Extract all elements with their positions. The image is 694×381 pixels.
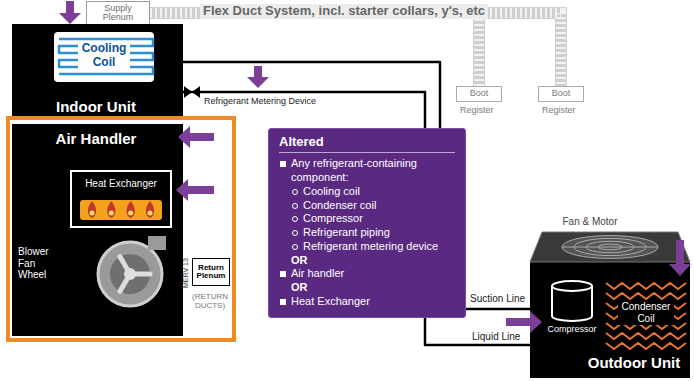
- node-text: Blower Fan Wheel: [18, 246, 66, 281]
- pointer-arrow: [59, 1, 81, 24]
- altered-callout: AlteredAny refrigerant-containing compon…: [268, 128, 466, 318]
- filter-label: MERV 13: [182, 258, 190, 288]
- node-text: Boot: [552, 89, 571, 98]
- indoor-unit: Indoor Unit Cooling Coil: [12, 24, 183, 120]
- connector-group: [150, 13, 479, 86]
- pointer-arrow: [669, 240, 691, 276]
- condenser-coil: Condenser Coil: [606, 280, 686, 352]
- line-label: Liquid Line: [470, 331, 522, 343]
- node-text: Heat Exchanger: [279, 295, 455, 309]
- burner-flame: [148, 211, 153, 216]
- duct-note: (RETURN DUCTS): [190, 292, 230, 310]
- condenser-tubing: [606, 293, 686, 299]
- metering-valve: [192, 86, 200, 98]
- metering-valve: [184, 86, 192, 98]
- boot-box: Boot: [538, 86, 584, 102]
- connector-group: [150, 13, 561, 86]
- node-text: OR: [279, 254, 455, 268]
- outdoor-unit: Fan & MotorOutdoor UnitCompressorCondens…: [530, 262, 690, 378]
- node-text: Condenser coil: [279, 199, 455, 213]
- node-text: Refrigerant metering device: [279, 240, 455, 254]
- air-handler-art: [12, 124, 180, 336]
- blower-wheel: [110, 254, 150, 294]
- compressor-top: [552, 281, 592, 291]
- cooling-coil: Cooling Coil: [52, 30, 156, 84]
- pointer-arrow: [247, 66, 269, 88]
- connector-group: [183, 92, 530, 345]
- node-text: Supply Plenum: [89, 4, 147, 23]
- node-text: Outdoor Unit: [580, 354, 688, 371]
- node-text: Boot: [470, 89, 489, 98]
- node-text: Heat Exchanger: [72, 178, 170, 190]
- flex-duct: [150, 13, 479, 86]
- pointer-arrow: [506, 311, 542, 333]
- boot-box: Boot: [456, 86, 502, 102]
- blower-wheel: [98, 242, 162, 306]
- node-text: Refrigerant piping: [279, 226, 455, 240]
- node-text: OR: [279, 281, 455, 295]
- node-text: Air Handler: [12, 130, 180, 147]
- node-text: Compressor: [279, 212, 455, 226]
- node-text: Air handler: [279, 267, 455, 281]
- duct-ribs: [150, 13, 479, 86]
- node-text: Return Plenum: [195, 264, 227, 281]
- burner-flame: [107, 201, 115, 218]
- refrigerant-line: [183, 92, 530, 345]
- node-text: Cooling coil: [279, 185, 455, 199]
- duct-label: Flex Duct System, incl. starter collars,…: [200, 4, 488, 19]
- burner-flame: [109, 211, 114, 216]
- blower-wheel: [98, 242, 162, 306]
- highlight-frame: [8, 118, 234, 340]
- blower-outlet: [148, 236, 166, 250]
- line-label: Suction Line: [468, 293, 527, 305]
- node-text: Compressor: [542, 324, 602, 334]
- fan-grille: [562, 236, 658, 259]
- coil-tubing: [59, 39, 153, 74]
- pointer-arrow: [176, 179, 214, 201]
- node-text: Altered: [279, 134, 455, 153]
- burner-flame: [128, 211, 133, 216]
- register-label: Register: [460, 105, 494, 115]
- compressor: Compressor: [542, 278, 605, 340]
- node-text: Cooling Coil: [78, 41, 130, 71]
- burner-flame: [90, 211, 95, 216]
- burner-flame: [146, 201, 154, 218]
- node-text: Any refrigerant-containing component:: [279, 157, 455, 185]
- fan-grille: [562, 247, 658, 248]
- blower-hub: [124, 268, 136, 280]
- pointer-arrow: [178, 126, 214, 148]
- node-text: Indoor Unit: [12, 98, 180, 115]
- flex-duct: [150, 13, 561, 86]
- unit-top: [530, 232, 690, 262]
- burner-flame: [127, 201, 135, 218]
- return-plenum: Return Plenum: [192, 258, 230, 286]
- air-handler: Air HandlerBlower Fan Wheel Heat Exchange…: [12, 124, 183, 336]
- plenum-box: Supply Plenum: [86, 1, 150, 25]
- condenser-tubing: [606, 343, 686, 349]
- condenser-tubing: [606, 333, 686, 339]
- heat-exchanger: Heat Exchanger: [70, 170, 172, 228]
- burner-flame: [88, 201, 96, 218]
- node-text: Condenser Coil: [618, 300, 674, 325]
- condenser-tubing: [606, 283, 686, 289]
- duct-ribs: [150, 13, 561, 86]
- node-text: Fan & Motor: [550, 216, 630, 228]
- register-label: Register: [542, 105, 576, 115]
- part-label: Refrigerant Metering Device: [204, 96, 316, 106]
- burner-row: [80, 200, 162, 220]
